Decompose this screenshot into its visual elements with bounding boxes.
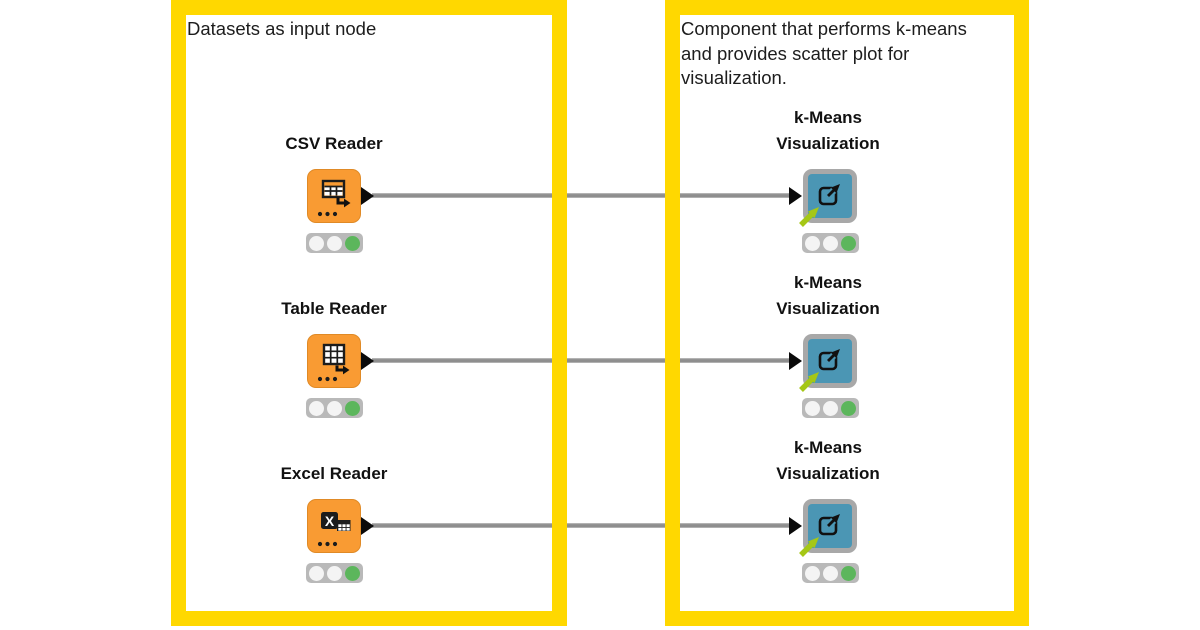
status-dot <box>823 565 838 581</box>
csv-table-arrow-icon <box>317 179 351 217</box>
node-label: CSV Reader <box>285 134 383 153</box>
status-dot <box>841 400 856 416</box>
annotation-datasets-box[interactable]: Datasets as input node <box>171 0 567 626</box>
traffic-light <box>306 233 363 253</box>
node-label: k-Means Visualization <box>776 273 880 318</box>
shared-component-arrow-icon <box>799 372 819 392</box>
output-port[interactable] <box>361 187 374 205</box>
shared-component-arrow-icon <box>799 207 819 227</box>
connection-line[interactable] <box>372 523 790 528</box>
node-table-reader[interactable] <box>307 334 374 388</box>
node-label: Excel Reader <box>280 464 388 483</box>
status-dot <box>309 400 324 416</box>
shared-component-arrow-icon <box>799 537 819 557</box>
traffic-light <box>306 398 363 418</box>
svg-text:X: X <box>325 513 335 529</box>
status-dot <box>823 400 838 416</box>
traffic-light <box>306 563 363 583</box>
input-port[interactable] <box>789 352 802 370</box>
excel-x-table-icon: X <box>317 512 351 547</box>
status-dot <box>327 400 342 416</box>
node-kmeans-visualization-2[interactable] <box>789 334 857 392</box>
status-dot <box>805 565 820 581</box>
connection-line[interactable] <box>372 358 790 363</box>
traffic-light <box>802 563 859 583</box>
annotation-title: Component that performs k-means and prov… <box>681 18 967 88</box>
open-external-icon <box>818 181 843 206</box>
status-dot <box>345 565 360 581</box>
status-dot <box>805 400 820 416</box>
output-port[interactable] <box>361 517 374 535</box>
status-dot <box>841 565 856 581</box>
connection-line[interactable] <box>372 193 790 198</box>
status-dot <box>309 565 324 581</box>
table-grid-arrow-icon <box>317 343 350 382</box>
node-label: Table Reader <box>281 299 387 318</box>
annotation-component-box[interactable]: Component that performs k-means and prov… <box>665 0 1029 626</box>
node-excel-reader[interactable]: X <box>307 499 374 553</box>
node-label: k-Means Visualization <box>776 108 880 153</box>
annotation-title: Datasets as input node <box>187 18 377 39</box>
status-dot <box>805 235 820 251</box>
status-dot <box>345 235 360 251</box>
input-port[interactable] <box>789 517 802 535</box>
node-kmeans-visualization-3[interactable] <box>789 499 857 557</box>
status-dot <box>841 235 856 251</box>
status-dot <box>345 400 360 416</box>
output-port[interactable] <box>361 352 374 370</box>
status-dot <box>823 235 838 251</box>
traffic-light <box>802 233 859 253</box>
status-dot <box>327 565 342 581</box>
traffic-light <box>802 398 859 418</box>
node-csv-reader[interactable] <box>307 169 374 223</box>
node-kmeans-visualization-1[interactable] <box>789 169 857 227</box>
input-port[interactable] <box>789 187 802 205</box>
open-external-icon <box>818 346 843 371</box>
status-dot <box>327 235 342 251</box>
status-dot <box>309 235 324 251</box>
node-label: k-Means Visualization <box>776 438 880 483</box>
open-external-icon <box>818 511 843 536</box>
